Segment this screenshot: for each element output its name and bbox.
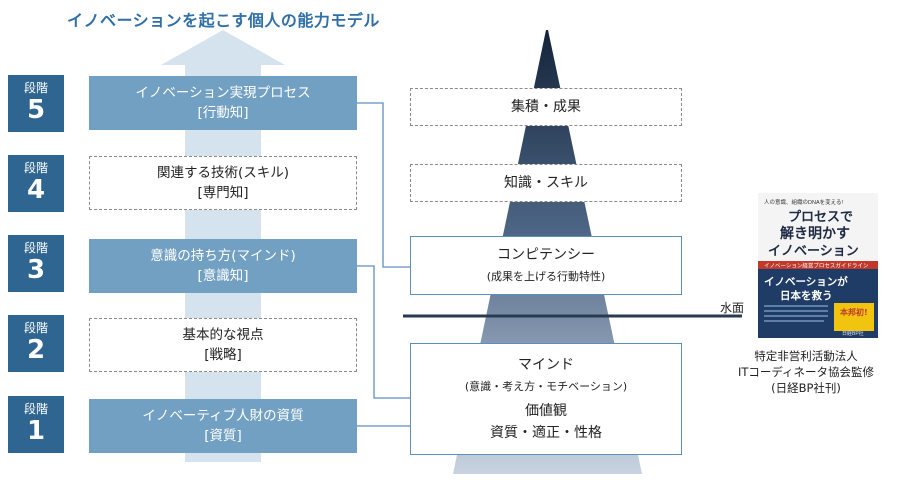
level-label: 段階 bbox=[23, 161, 48, 175]
level-badge-3: 段階 3 bbox=[8, 235, 64, 292]
stage-category: [専門知] bbox=[197, 185, 249, 201]
book-headline-1: イノベーションが bbox=[764, 275, 848, 288]
stage-box-5: イノベーション実現プロセス [行動知] bbox=[89, 76, 357, 130]
level-label: 段階 bbox=[23, 321, 48, 335]
level-number: 2 bbox=[26, 335, 46, 365]
stage-title: イノベーティブ人財の資質 bbox=[142, 408, 304, 424]
competency-label: コンピテンシー bbox=[497, 246, 595, 263]
competency-sub-label: (成果を上げる行動特性) bbox=[486, 269, 606, 283]
credit-line-3: (日経BP社刊) bbox=[771, 381, 841, 395]
book-headline-2: 日本を救う bbox=[780, 289, 833, 302]
book-publisher: 日経BP社 bbox=[842, 330, 864, 337]
level-badge-4: 段階 4 bbox=[8, 155, 64, 212]
book-title-line1: プロセスで bbox=[788, 210, 853, 225]
accumulation-label: 集積・成果 bbox=[511, 99, 581, 115]
book-cover-image: 人の意識、組織のDNAを変える! プロセスで 解き明かす イノベーション イノベ… bbox=[757, 192, 879, 339]
stage-box-2: 基本的な視点 [戦略] bbox=[89, 318, 357, 372]
stage-box-3: 意識の持ち方(マインド) [意識知] bbox=[89, 239, 357, 293]
credit-line-1: 特定非営利活動法人 bbox=[754, 349, 858, 363]
level-label: 段階 bbox=[23, 402, 48, 416]
page-title: イノベーションを起こす個人の能力モデル bbox=[67, 11, 380, 30]
level-label: 段階 bbox=[23, 81, 48, 95]
stage-box-4: 関連する技術(スキル) [専門知] bbox=[89, 156, 357, 210]
stage-category: [意識知] bbox=[197, 268, 249, 284]
stage-box-1: イノベーティブ人財の資質 [資質] bbox=[89, 399, 357, 453]
connector-stage3 bbox=[357, 265, 410, 399]
stage-title: イノベーション実現プロセス bbox=[135, 85, 311, 101]
knowledge-skill-label: 知識・スキル bbox=[504, 175, 588, 191]
book-badge: 本邦初! bbox=[839, 307, 868, 317]
values-label: 価値観 bbox=[525, 403, 567, 419]
level-badge-1: 段階 1 bbox=[8, 396, 64, 453]
knowledge-skill-box: 知識・スキル bbox=[410, 164, 682, 202]
level-badge-5: 段階 5 bbox=[8, 75, 64, 132]
book-band-text: イノベーション経営プロセスガイドライン bbox=[764, 262, 869, 270]
book-title-line3: イノベーション bbox=[768, 244, 859, 259]
stage-category: [行動知] bbox=[197, 105, 249, 121]
book-cover-art: 人の意識、組織のDNAを変える! プロセスで 解き明かす イノベーション イノベ… bbox=[757, 192, 879, 339]
stage-category: [資質] bbox=[204, 428, 242, 444]
level-number: 3 bbox=[26, 255, 46, 285]
mind-sub-label: (意識・考え方・モチベーション) bbox=[464, 380, 628, 393]
stage-title: 意識の持ち方(マインド) bbox=[150, 248, 296, 264]
stage-title: 関連する技術(スキル) bbox=[156, 165, 290, 181]
connector-stage5 bbox=[357, 102, 410, 268]
credit-line-2: ITコーディネータ協会監修 bbox=[737, 365, 875, 379]
stage-title: 基本的な視点 bbox=[182, 327, 264, 343]
book-tagline: 人の意識、組織のDNAを変える! bbox=[764, 198, 843, 206]
water-surface-label: 水面 bbox=[720, 301, 745, 315]
qualities-label: 資質・適正・性格 bbox=[490, 425, 602, 441]
mind-box: マインド (意識・考え方・モチベーション) 価値観 資質・適正・性格 bbox=[410, 343, 682, 455]
accumulation-box: 集積・成果 bbox=[410, 88, 682, 126]
book-title-line2: 解き明かす bbox=[780, 225, 850, 242]
stage-category: [戦略] bbox=[204, 347, 242, 363]
level-label: 段階 bbox=[23, 241, 48, 255]
mind-label: マインド bbox=[518, 357, 574, 373]
level-number: 4 bbox=[26, 175, 46, 205]
book-credit: 特定非営利活動法人 ITコーディネータ協会監修 (日経BP社刊) bbox=[735, 348, 877, 396]
competency-box: コンピテンシー (成果を上げる行動特性) bbox=[410, 236, 682, 295]
level-number: 1 bbox=[26, 416, 46, 446]
level-badge-2: 段階 2 bbox=[8, 315, 64, 372]
level-number: 5 bbox=[26, 95, 46, 125]
